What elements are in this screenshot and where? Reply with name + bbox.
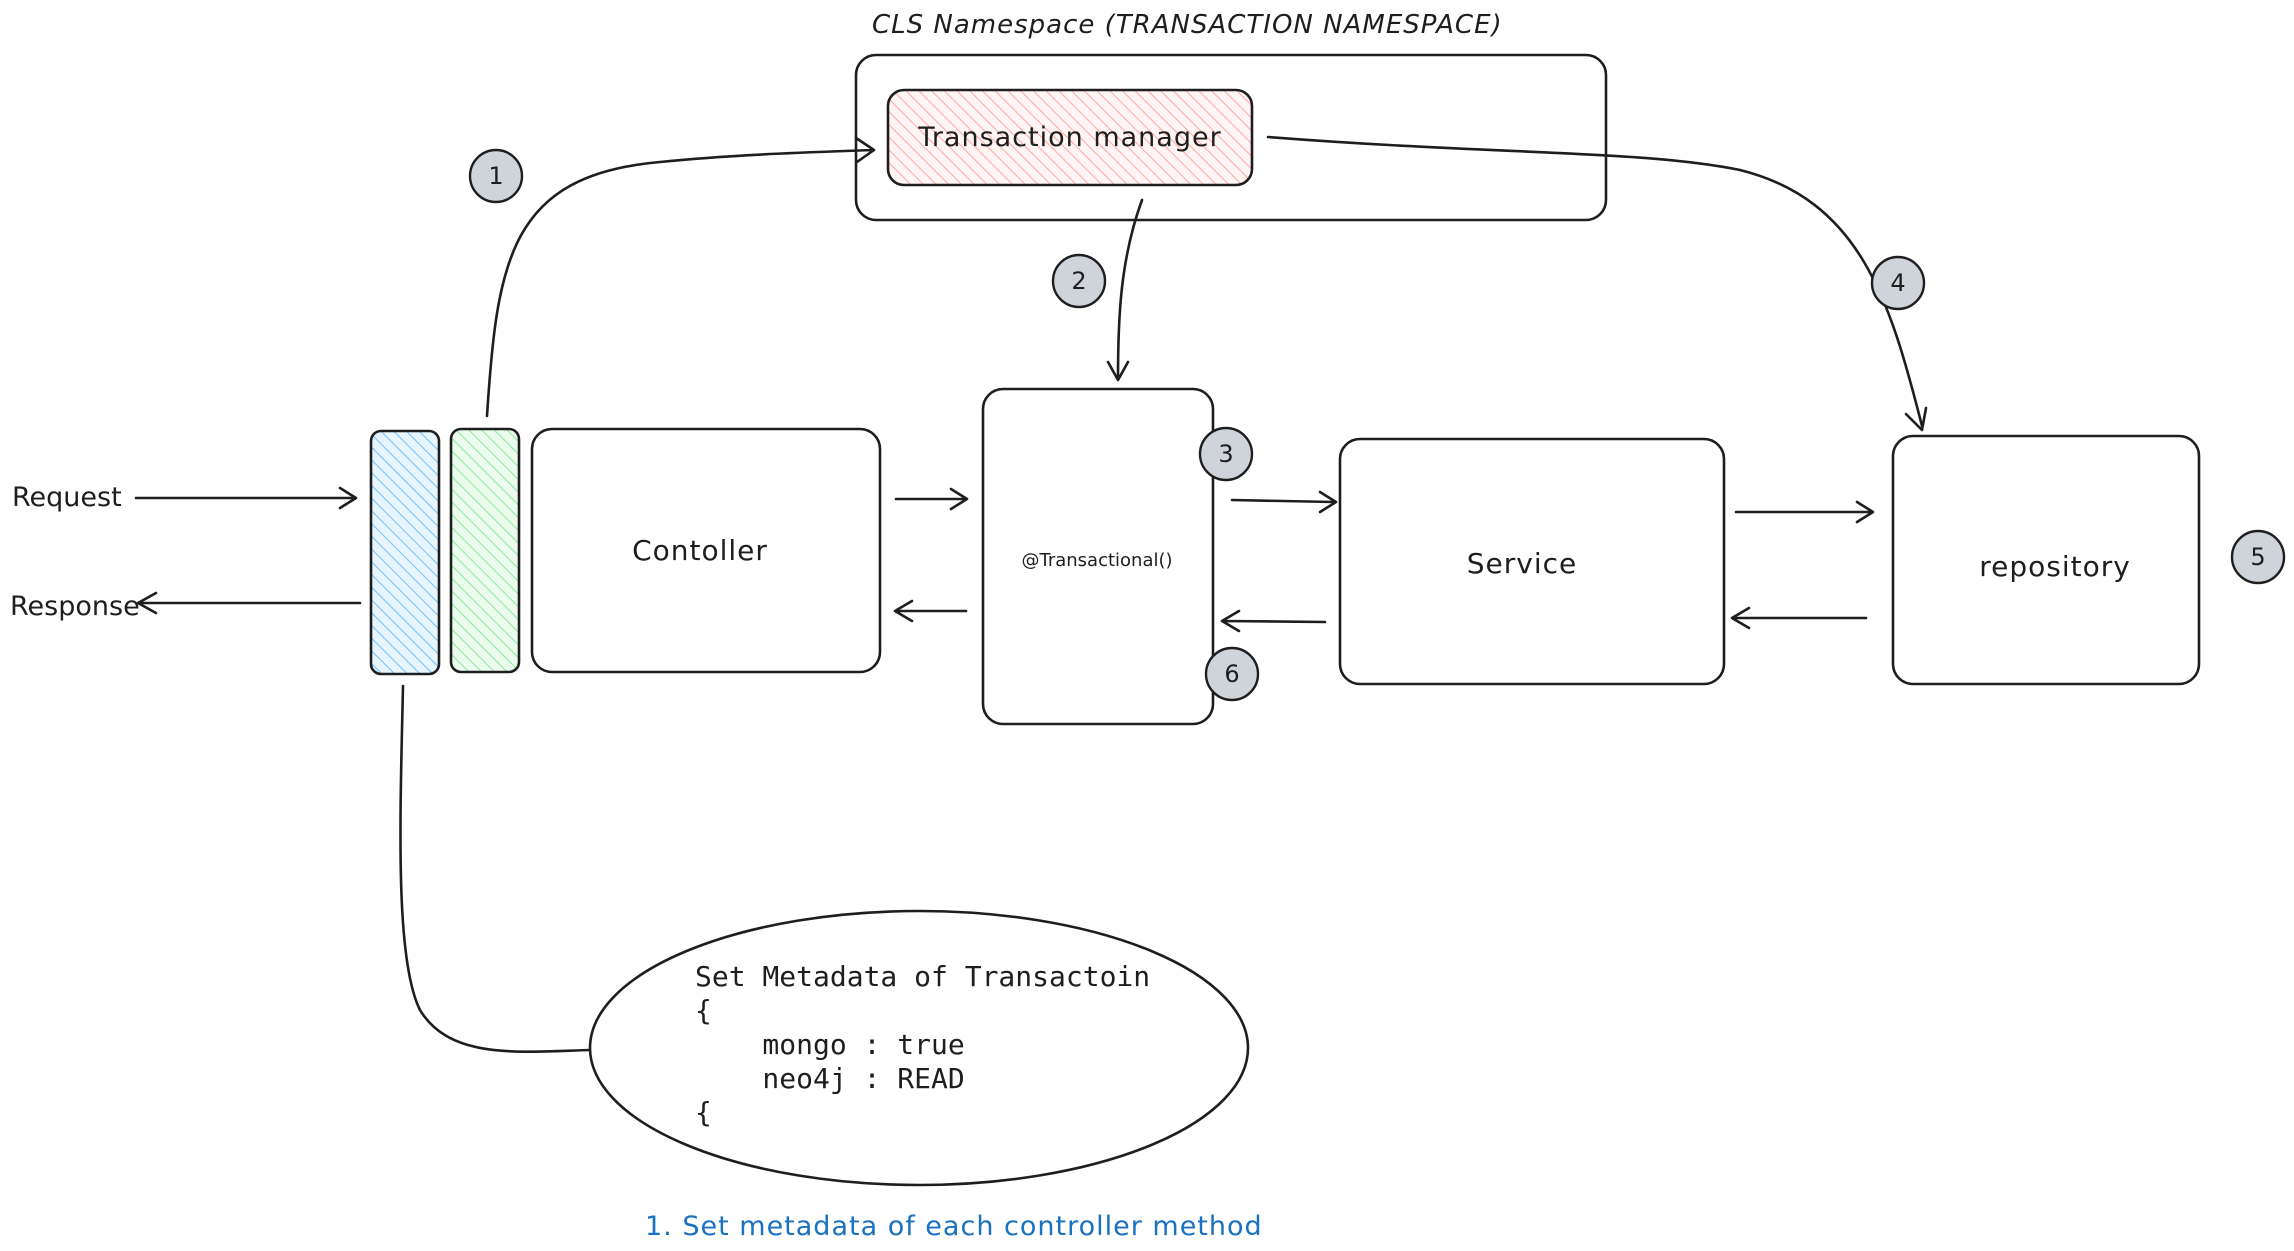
transactional-to-service-arrow: [1230, 490, 1338, 514]
middleware-to-manager-arrow: [485, 136, 876, 418]
step-number-3: 3: [1218, 440, 1233, 468]
step-badge-5: 5: [2230, 529, 2286, 585]
service-to-transactional-arrow: [1220, 609, 1327, 633]
step-badge-2: 2: [1051, 253, 1107, 309]
metadata-code: Set Metadata of Transactoin { mongo : tr…: [695, 960, 1150, 1129]
step-badge-6: 6: [1204, 646, 1260, 702]
repository-label: repository: [1979, 550, 2131, 583]
request-arrow: [134, 486, 358, 510]
repository-to-service-arrow: [1730, 606, 1868, 630]
request-label: Request: [12, 482, 122, 513]
step-number-1: 1: [488, 162, 503, 190]
transaction-manager-box: [886, 88, 1254, 187]
controller-box: [530, 427, 882, 674]
transactional-box: [981, 387, 1215, 726]
metadata-caption: 1. Set metadata of each controller metho…: [645, 1211, 1263, 1242]
metadata-line-3: mongo : true: [695, 1028, 965, 1061]
controller-label: Contoller: [632, 534, 768, 567]
service-label: Service: [1467, 547, 1577, 580]
step-badge-4: 4: [1870, 255, 1926, 311]
transactional-to-controller-arrow: [893, 599, 968, 623]
transaction-manager-label: Transaction manager: [917, 122, 1221, 153]
metadata-line-4: neo4j : READ: [695, 1062, 965, 1095]
metadata-line-5: {: [695, 1096, 712, 1129]
metadata-ellipse: [588, 909, 1250, 1187]
transactional-label: @Transactional(): [1021, 550, 1172, 571]
step-number-6: 6: [1224, 660, 1239, 688]
controller-to-transactional-arrow: [894, 487, 969, 511]
middleware-green-bar: [449, 427, 521, 674]
namespace-title: CLS Namespace (TRANSACTION NAMESPACE): [872, 10, 1503, 40]
response-label: Response: [10, 591, 140, 622]
metadata-line-1: Set Metadata of Transactoin: [695, 960, 1150, 993]
response-arrow: [136, 591, 362, 615]
manager-to-transactional-arrow: [1106, 198, 1144, 382]
middleware-to-metadata-connector: [399, 684, 592, 1053]
metadata-line-2: {: [695, 994, 712, 1027]
step-number-2: 2: [1071, 267, 1086, 295]
repository-box: [1891, 434, 2201, 686]
step-badge-3: 3: [1198, 426, 1254, 482]
step-badge-1: 1: [468, 148, 524, 204]
service-box: [1338, 437, 1726, 686]
service-to-repository-arrow: [1734, 500, 1875, 524]
step-number-5: 5: [2250, 543, 2265, 571]
step-number-4: 4: [1890, 269, 1905, 297]
middleware-blue-bar: [369, 429, 441, 676]
manager-to-repository-arrow: [1266, 135, 1928, 432]
